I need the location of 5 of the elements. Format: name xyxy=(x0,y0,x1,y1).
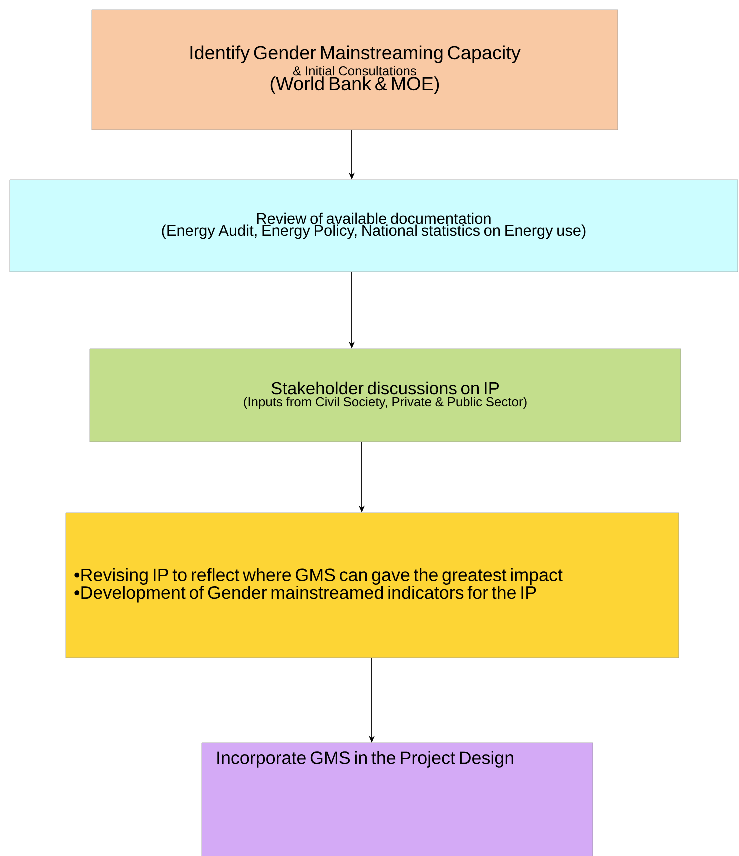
process-box: •Revising IP to reflect where GMS can gave the greatest impact •Development of Gender mainstreamed indicators for the IP xyxy=(66,512,680,658)
process-box: Identify Gender Mainstreaming Capacity & Initial Consultations (World Bank & MOE) xyxy=(92,10,618,130)
process-box: Incorporate GMS in the Project Design xyxy=(202,742,594,856)
process-box: Review of available documentation (Energy Audit, Energy Policy, National statistics on Energy use) xyxy=(10,180,738,272)
process-box: Stakeholder discussions on IP (Inputs from Civil Society, Private & Public Sector) xyxy=(90,348,682,442)
